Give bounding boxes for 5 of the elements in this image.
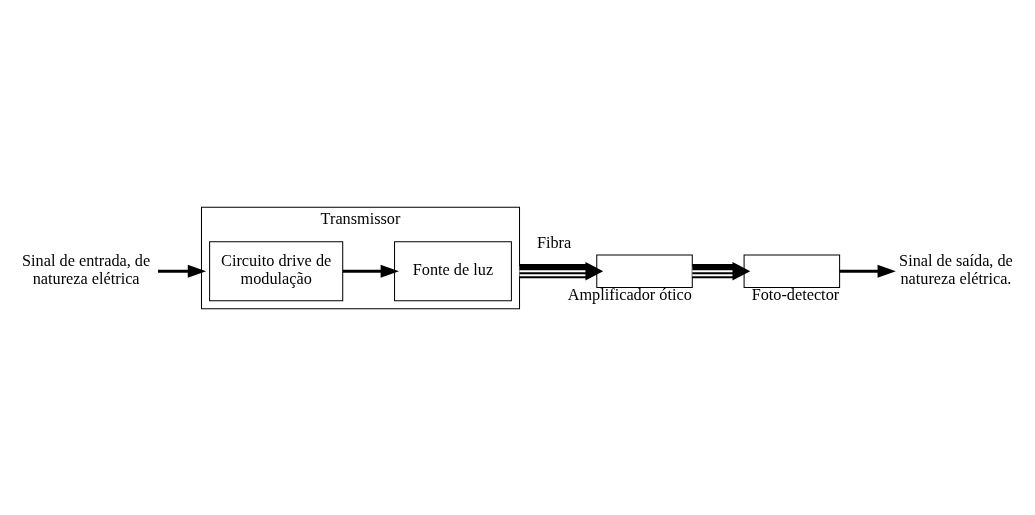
- node-text: Sinal de entrada, de natureza elétrica: [22, 251, 151, 288]
- node-label: Foto-detector: [751, 285, 840, 304]
- node-label: Amplificador ótico: [567, 285, 692, 304]
- edge-label: Fibra: [536, 233, 572, 252]
- node-text: Sinal de saída, de natureza elétrica.: [899, 251, 1013, 288]
